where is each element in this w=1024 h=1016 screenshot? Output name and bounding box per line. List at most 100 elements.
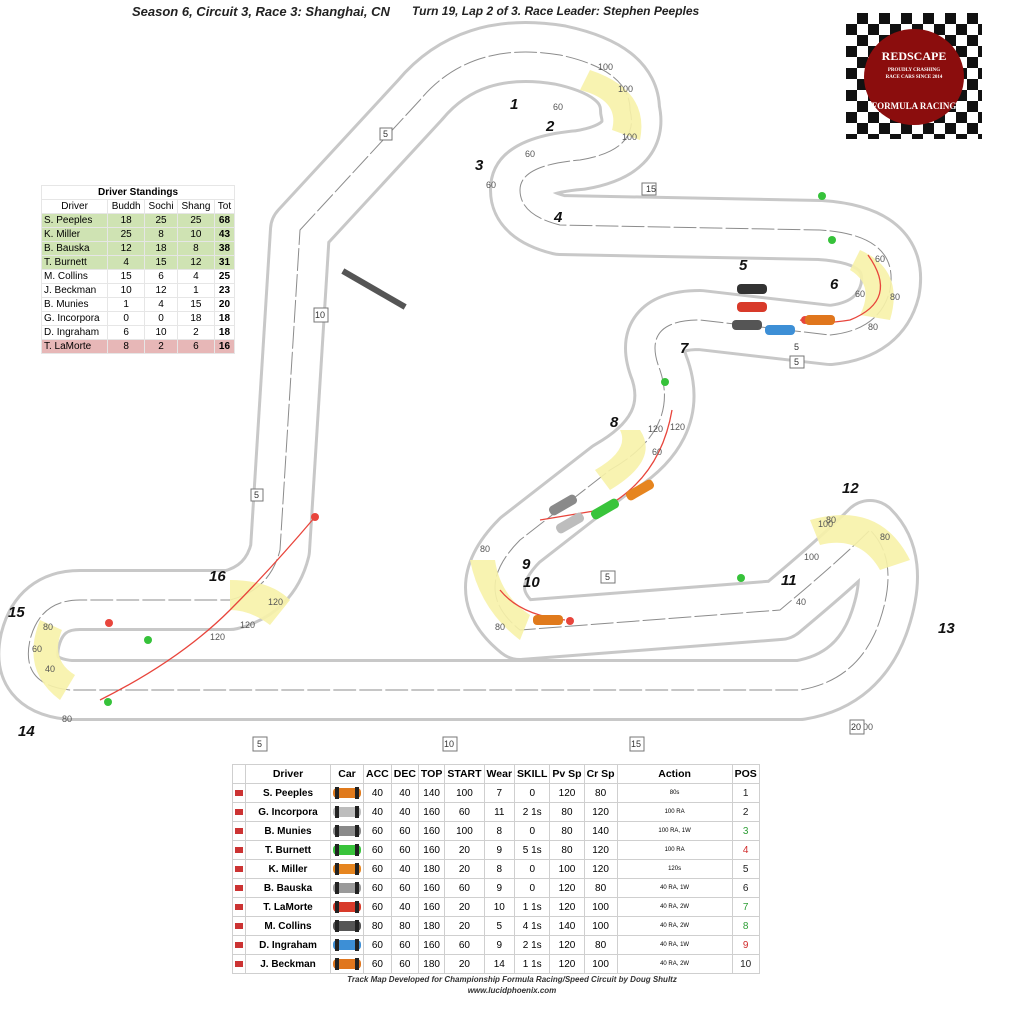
grid-cell-skill: 2 1s xyxy=(514,935,551,955)
speed-mark: 40 xyxy=(45,664,55,674)
grid-cell-cr: 120 xyxy=(583,859,618,879)
standings-cell-tot: 16 xyxy=(213,339,236,354)
grid-cell-wear: 9 xyxy=(483,840,516,860)
grid-cell-pv: 120 xyxy=(549,783,585,803)
grid-cell-pos: 1 xyxy=(731,783,760,803)
car-icon xyxy=(330,821,364,841)
standings-cell-shang: 18 xyxy=(176,311,215,326)
turn-label: 10 xyxy=(523,574,540,591)
corner-zones xyxy=(33,70,910,700)
column-header: Driver xyxy=(40,199,109,214)
flag-icon xyxy=(232,859,246,879)
grid-cell-top: 160 xyxy=(417,935,446,955)
column-header: Driver xyxy=(245,764,331,784)
grid-cell-pos: 9 xyxy=(731,935,760,955)
grid-cell-driver: B. Munies xyxy=(245,821,331,841)
grid-cell-driver: T. Burnett xyxy=(245,840,331,860)
grid-cell-pv: 80 xyxy=(549,840,585,860)
standings-cell-shang: 1 xyxy=(176,283,215,298)
grid-cell-driver: T. LaMorte xyxy=(245,897,331,917)
grid-cell-action: 80s xyxy=(616,783,733,803)
grid-cell-action: 40 RA, 1W xyxy=(616,878,733,898)
speed-mark: 120 xyxy=(210,632,225,642)
driver-standings-table: Driver Standings Driver Buddh Sochi Shan… xyxy=(40,185,236,354)
speed-mark: 100 xyxy=(622,132,637,142)
flag-icon xyxy=(232,840,246,860)
standings-cell-driver: B. Munies xyxy=(40,297,109,312)
grid-cell-pos: 2 xyxy=(731,802,760,822)
column-header: Car xyxy=(330,764,364,784)
grid-cell-action: 40 RA, 2W xyxy=(616,916,733,936)
grid-cell-start: 60 xyxy=(444,802,485,822)
turn-label: 14 xyxy=(18,723,35,740)
speed-mark: 40 xyxy=(796,597,806,607)
standings-cell-sochi: 12 xyxy=(144,283,178,298)
standings-cell-sochi: 18 xyxy=(144,241,178,256)
speed-mark: 100 xyxy=(858,722,873,732)
grid-cell-acc: 60 xyxy=(363,859,392,879)
speed-mark: 80 xyxy=(868,322,878,332)
grid-cell-action: 100 RA, 1W xyxy=(616,821,733,841)
standings-cell-driver: K. Miller xyxy=(40,227,109,242)
turn-label: 11 xyxy=(781,572,797,589)
car-icon xyxy=(333,919,361,932)
column-header: ACC xyxy=(363,764,392,784)
turn-numbers: 1 2 3 4 5 6 7 8 9 10 11 12 13 14 15 16 xyxy=(8,96,955,740)
grid-cell-wear: 9 xyxy=(483,878,516,898)
grid-cell-cr: 80 xyxy=(583,935,618,955)
car-icon xyxy=(333,824,361,837)
column-header: Action xyxy=(616,764,733,784)
grid-cell-start: 20 xyxy=(444,954,485,974)
grid-cell-cr: 120 xyxy=(583,802,618,822)
distance-marker: 5 xyxy=(794,342,799,352)
grid-cell-pv: 80 xyxy=(549,821,585,841)
grid-cell-acc: 60 xyxy=(363,897,392,917)
standings-cell-tot: 31 xyxy=(213,255,236,270)
grid-cell-dec: 40 xyxy=(390,783,419,803)
car-icon xyxy=(333,881,361,894)
grid-cell-dec: 60 xyxy=(390,840,419,860)
grid-cell-start: 20 xyxy=(444,897,485,917)
turn-label: 6 xyxy=(830,276,839,293)
distance-marker: 5 xyxy=(254,490,259,500)
grid-cell-cr: 80 xyxy=(583,878,618,898)
flag-icon xyxy=(232,897,246,917)
grid-cell-acc: 60 xyxy=(363,935,392,955)
column-header: Pv Sp xyxy=(549,764,585,784)
speed-mark: 80 xyxy=(890,292,900,302)
standings-cell-buddh: 18 xyxy=(107,213,146,228)
turn-label: 9 xyxy=(522,556,531,573)
car-icon xyxy=(330,802,364,822)
grid-cell-top: 180 xyxy=(417,859,446,879)
standings-cell-sochi: 15 xyxy=(144,255,178,270)
column-header: Tot xyxy=(213,199,236,214)
standings-cell-shang: 15 xyxy=(176,297,215,312)
grid-cell-dec: 80 xyxy=(390,916,419,936)
grid-cell-pv: 120 xyxy=(549,935,585,955)
standings-cell-sochi: 4 xyxy=(144,297,178,312)
speed-mark: 60 xyxy=(553,102,563,112)
grid-cell-pos: 4 xyxy=(731,840,760,860)
grid-cell-driver: S. Peeples xyxy=(245,783,331,803)
speed-mark: 100 xyxy=(618,84,633,94)
grid-cell-top: 160 xyxy=(417,802,446,822)
car-icon xyxy=(330,954,364,974)
logo-motto: PROUDLY CRASHING RACE CARS SINCE 2014 xyxy=(885,68,943,80)
standings-cell-tot: 18 xyxy=(213,311,236,326)
grid-cell-driver: J. Beckman xyxy=(245,954,331,974)
standings-cell-sochi: 8 xyxy=(144,227,178,242)
grid-cell-wear: 14 xyxy=(483,954,516,974)
turn-label: 2 xyxy=(545,118,555,135)
flag-icon xyxy=(232,935,246,955)
grid-cell-pos: 5 xyxy=(731,859,760,879)
grid-cell-skill: 0 xyxy=(514,821,551,841)
standings-cell-driver: S. Peeples xyxy=(40,213,109,228)
standings-cell-driver: B. Bauska xyxy=(40,241,109,256)
grid-cell-pos: 7 xyxy=(731,897,760,917)
flag-icon xyxy=(232,802,246,822)
